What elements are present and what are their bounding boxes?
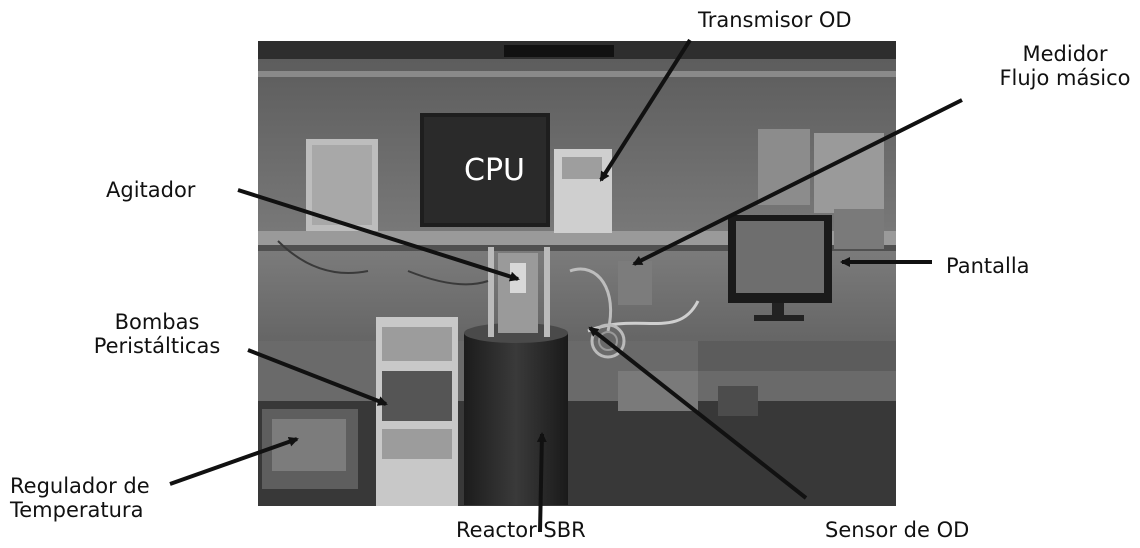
arrow-bombas (247, 348, 388, 406)
label-reactor-sbr: Reactor SBR (456, 518, 586, 542)
label-agitador: Agitador (106, 178, 196, 202)
arrow-reactor (536, 432, 547, 533)
arrow-agitador (237, 188, 520, 282)
lab-photo-drawing (258, 41, 896, 506)
label-bombas-line2: Peristálticas (93, 334, 221, 359)
arrow-sensor (588, 326, 808, 500)
label-pantalla: Pantalla (946, 254, 1030, 278)
arrow-regulador (169, 436, 299, 486)
label-bombas-peristalticas: Bombas Peristálticas (72, 310, 242, 358)
arrow-transmisor (599, 38, 692, 182)
label-medidor-flujo: Medidor Flujo másico (985, 42, 1140, 90)
label-sensor-od: Sensor de OD (825, 518, 970, 542)
cpu-screen-label: CPU (464, 153, 525, 188)
arrow-medidor (632, 98, 963, 266)
label-regulador-line1: Regulador de (10, 474, 150, 498)
label-transmisor-od: Transmisor OD (698, 8, 852, 32)
label-medidor-line2: Flujo másico (999, 66, 1131, 91)
label-medidor-line1: Medidor (1022, 42, 1108, 66)
label-bombas-line1: Bombas (114, 310, 200, 334)
label-regulador-line2: Temperatura (10, 498, 144, 523)
lab-photo: CPU (258, 41, 896, 506)
label-regulador-temperatura: Regulador de Temperatura (10, 474, 150, 522)
